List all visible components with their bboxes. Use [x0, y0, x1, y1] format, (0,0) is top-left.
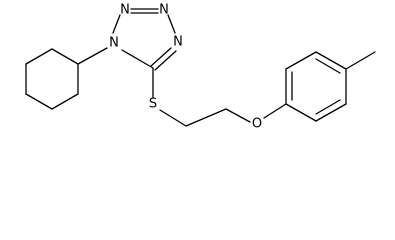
bond [159, 109, 187, 127]
bond [263, 103, 287, 119]
bond [77, 47, 108, 65]
bond [315, 99, 341, 115]
atom-n3: N [159, 3, 169, 18]
bond [150, 47, 172, 67]
cyclohexane-ring [25, 48, 79, 110]
bond [185, 108, 227, 127]
atom-label: N [173, 35, 183, 50]
atom-label: O [252, 117, 262, 132]
bond [25, 48, 53, 65]
atom-n2: N [120, 3, 130, 18]
atom-s: S [149, 97, 157, 112]
atom-n1: N [109, 36, 119, 51]
bond [315, 103, 347, 122]
atom-label: S [149, 97, 157, 112]
bond [285, 103, 317, 122]
atom-n4: N [173, 35, 183, 50]
bond [154, 50, 177, 71]
bond [51, 48, 79, 65]
atom-label: N [159, 3, 169, 18]
bond [315, 51, 347, 70]
bond [167, 14, 176, 34]
bond [225, 108, 251, 123]
atom-label: N [109, 36, 119, 51]
chemical-structure: N N N N S O [25, 3, 376, 132]
bond [112, 14, 121, 34]
tetrazole-ring [112, 8, 177, 71]
atom-label: N [120, 3, 130, 18]
bond [285, 51, 317, 70]
bond [121, 49, 154, 69]
benzene-ring [285, 51, 347, 122]
bond [51, 93, 79, 110]
bond [315, 58, 341, 74]
bond [345, 51, 376, 70]
bond [25, 93, 53, 110]
atom-o: O [252, 117, 262, 132]
